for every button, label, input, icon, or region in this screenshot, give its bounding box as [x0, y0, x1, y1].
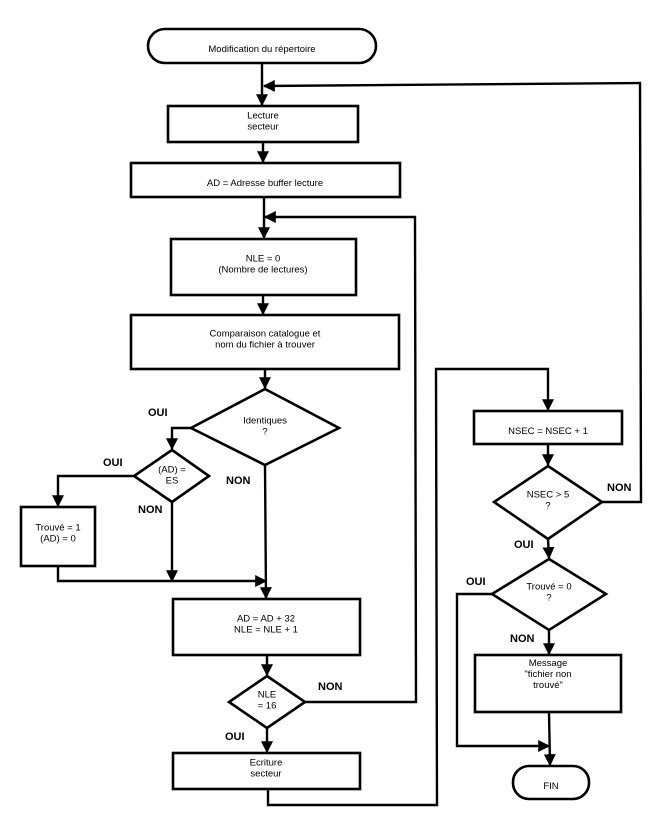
- node-text-line: AD = Adresse buffer lecture: [207, 178, 323, 189]
- node-text-line: Comparaison catalogue et: [210, 329, 321, 340]
- node-text-line: ?: [545, 501, 550, 512]
- node-text-line: NLE: [258, 690, 276, 701]
- node-read-sector: [166, 104, 360, 144]
- node-text-line: Message: [529, 658, 568, 669]
- edge-ad-es-yes: [52, 474, 134, 508]
- node-nle-zero: [169, 237, 358, 297]
- node-text-line: (AD) = 0: [40, 534, 76, 545]
- label-nsec-yes: OUI: [514, 539, 534, 551]
- label-found-zero-no: NON: [510, 633, 535, 645]
- edge-identical-no: [259, 464, 272, 600]
- node-nsec-inc-text: NSEC = NSEC + 1: [508, 426, 588, 437]
- node-text-line: trouvé": [533, 680, 563, 691]
- edge-message-end: [543, 711, 556, 767]
- edge-nsec-no: [262, 79, 643, 504]
- edge-write-nsec: [266, 367, 554, 807]
- node-end-text: FIN: [543, 781, 558, 792]
- node-found-text: Trouvé = 1(AD) = 0: [35, 523, 80, 545]
- node-start-text: Modification du répertoire: [208, 44, 315, 55]
- node-text-line: nom du fichier à trouver: [215, 340, 315, 351]
- node-nle-16-text: NLE= 16: [258, 690, 277, 712]
- node-text-line: secteur: [250, 769, 281, 780]
- node-text-line: ?: [546, 593, 551, 604]
- label-ad-es-no: NON: [138, 504, 163, 516]
- node-text-line: NLE = NLE + 1: [234, 625, 298, 636]
- node-text-line: "fichier non: [524, 669, 571, 680]
- node-text-line: FIN: [543, 781, 558, 792]
- node-text-line: NLE = 0: [246, 254, 281, 265]
- node-text-line: Ecriture: [250, 758, 283, 769]
- label-identical-no: NON: [226, 475, 251, 487]
- node-text-line: NSEC > 5: [527, 490, 570, 501]
- label-ad-es-yes: OUI: [103, 457, 123, 469]
- node-nsec-gt5-text: NSEC > 5?: [527, 490, 570, 512]
- node-found-zero-text: Trouvé = 0?: [526, 582, 571, 604]
- node-nle-zero-text: NLE = 0(Nombre de lectures): [218, 254, 307, 276]
- node-write-sector: [171, 751, 362, 791]
- node-text-line: (Nombre de lectures): [218, 265, 307, 276]
- node-text-line: AD = AD + 32: [237, 614, 295, 625]
- label-found-zero-yes: OUI: [466, 576, 486, 588]
- node-text-line: = 16: [258, 701, 277, 712]
- node-set-ad-text: AD = Adresse buffer lecture: [207, 178, 323, 189]
- node-identical-text: Identiques?: [243, 416, 287, 438]
- label-nle16-no: NON: [318, 681, 343, 693]
- node-text-line: secteur: [247, 122, 278, 133]
- label-nsec-no: NON: [607, 482, 632, 494]
- node-text-line: Lecture: [247, 111, 279, 122]
- edge-found-zero-yes: [455, 592, 551, 752]
- node-compare: [129, 313, 401, 371]
- label-identical-yes: OUI: [148, 407, 168, 419]
- edge-nle16-no: [263, 211, 418, 704]
- edge-nsec-yes: [542, 538, 555, 560]
- edge-found-merge: [56, 566, 268, 587]
- node-ad-es-text: (AD) =ES: [158, 465, 186, 487]
- node-text-line: Identiques: [243, 416, 287, 427]
- node-text-line: Trouvé = 0: [526, 582, 571, 593]
- node-text-line: ?: [262, 427, 267, 438]
- node-message: [473, 653, 623, 714]
- node-text-line: ES: [166, 476, 179, 487]
- label-nle16-yes: OUI: [225, 731, 245, 743]
- node-text-line: Trouvé = 1: [35, 523, 80, 534]
- node-text-line: NSEC = NSEC + 1: [508, 426, 588, 437]
- node-text-line: Modification du répertoire: [208, 44, 315, 55]
- node-text-line: (AD) =: [158, 465, 186, 476]
- edge-identical-yes: [166, 426, 191, 451]
